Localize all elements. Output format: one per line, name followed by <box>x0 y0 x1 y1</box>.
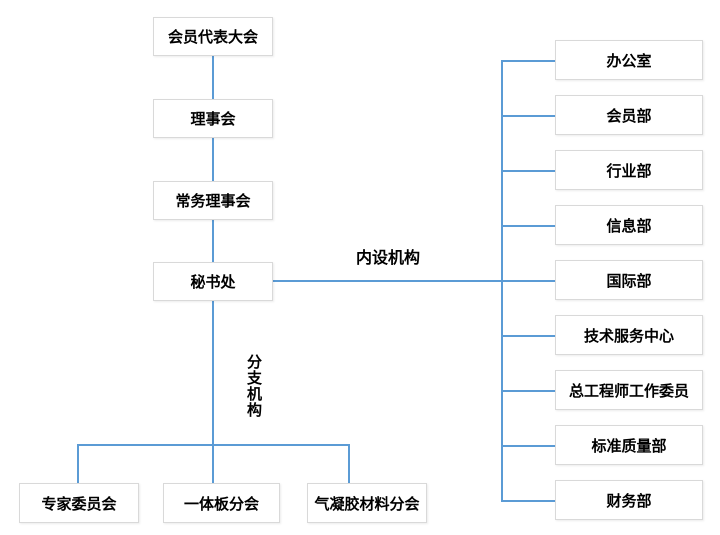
branch-node-label: 一体板分会 <box>183 495 259 513</box>
dept-node-label: 技术服务中心 <box>583 327 674 345</box>
branch-node-label: 气凝胶材料分会 <box>314 495 420 513</box>
connector-dept-finance <box>501 500 555 502</box>
connector-branch-expert <box>77 444 79 483</box>
dept-node-tech-service-center: 技术服务中心 <box>555 315 703 355</box>
connector-dept-office <box>501 60 555 62</box>
branch-node-aerogel-materials: 气凝胶材料分会 <box>307 483 427 523</box>
org-node-secretariat: 秘书处 <box>153 262 273 301</box>
dept-node-chief-engineer-committee: 总工程师工作委员 <box>555 370 703 410</box>
dept-node-label: 行业部 <box>606 162 652 180</box>
dept-node-label: 财务部 <box>606 492 652 510</box>
dept-node-label: 信息部 <box>606 217 652 235</box>
dept-node-information: 信息部 <box>555 205 703 245</box>
connector-dept-chief-engineer <box>501 390 555 392</box>
connector-standing-secretariat <box>212 220 214 262</box>
branch-node-label: 专家委员会 <box>41 495 117 513</box>
dept-node-office: 办公室 <box>555 40 703 80</box>
dept-node-international: 国际部 <box>555 260 703 300</box>
org-node-council: 理事会 <box>153 99 273 138</box>
dept-node-label: 标准质量部 <box>591 437 667 455</box>
dept-node-label: 办公室 <box>606 52 652 70</box>
dept-node-industry: 行业部 <box>555 150 703 190</box>
connector-dept-industry <box>501 170 555 172</box>
dept-node-label: 总工程师工作委员 <box>568 382 689 400</box>
org-node-label: 常务理事会 <box>175 193 251 210</box>
connector-council-standing <box>212 138 214 181</box>
dept-node-membership: 会员部 <box>555 95 703 135</box>
connector-secretariat-branches <box>212 301 214 483</box>
branch-node-integrated-board: 一体板分会 <box>163 483 280 523</box>
dept-node-label: 国际部 <box>606 272 652 290</box>
internal-group-label: 内设机构 <box>355 250 420 267</box>
connector-secretariat-spine <box>273 280 502 282</box>
connector-dept-standards <box>501 445 555 447</box>
dept-node-standards-quality: 标准质量部 <box>555 425 703 465</box>
org-node-label: 理事会 <box>190 111 236 128</box>
connector-branches-tee <box>77 444 349 446</box>
branch-node-expert-committee: 专家委员会 <box>19 483 139 523</box>
connector-dept-international <box>501 280 555 282</box>
dept-node-finance: 财务部 <box>555 480 703 520</box>
org-node-member-assembly: 会员代表大会 <box>153 17 273 56</box>
org-node-label: 会员代表大会 <box>167 29 258 46</box>
branch-group-label: 分支机构 <box>245 354 262 418</box>
connector-branch-aerogel <box>348 444 350 483</box>
dept-node-label: 会员部 <box>606 107 652 125</box>
connector-dept-tech-service <box>501 335 555 337</box>
connector-assembly-council <box>212 56 214 99</box>
org-node-standing-council: 常务理事会 <box>153 181 273 220</box>
connector-dept-membership <box>501 115 555 117</box>
connector-dept-information <box>501 225 555 227</box>
org-node-label: 秘书处 <box>190 274 236 291</box>
